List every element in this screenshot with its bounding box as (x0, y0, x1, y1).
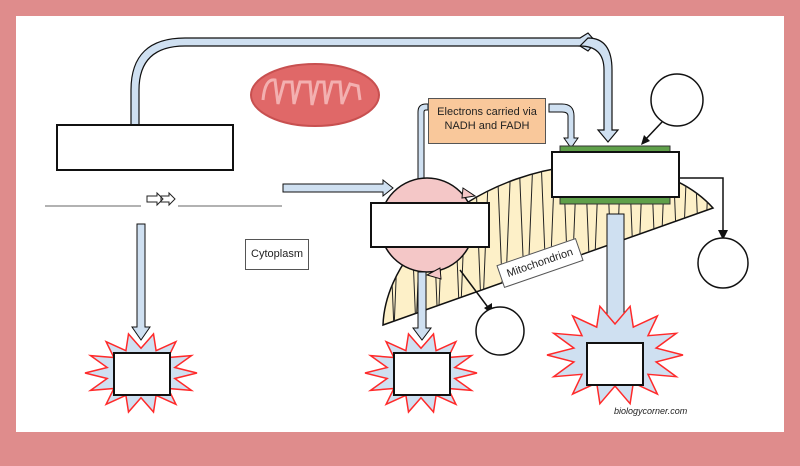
electron-transport-box[interactable] (551, 151, 680, 198)
oxygen-arrow (644, 121, 663, 141)
electrons-right-arrow (548, 103, 579, 149)
credit-text: biologycorner.com (614, 406, 688, 416)
glycolysis-box[interactable] (56, 124, 234, 171)
diagram-canvas: Electrons carried via NADH and FADH Cyto… (16, 16, 784, 432)
cristae-lines (383, 164, 713, 325)
cytoplasm-label: Cytoplasm (245, 239, 309, 270)
double-arrow-icon (146, 191, 176, 207)
krebs-output-arrow (459, 269, 491, 311)
atp-box-2[interactable] (393, 352, 451, 396)
water-circle (697, 237, 749, 289)
down-arrow-krebs (412, 271, 432, 341)
electrons-label: Electrons carried via NADH and FADH (428, 98, 546, 144)
atp-box-1[interactable] (113, 352, 171, 396)
krebs-cycle-arrowhead-top (461, 187, 477, 199)
krebs-cycle-box[interactable] (370, 202, 490, 248)
cristae-zigzag (383, 164, 713, 325)
atp-box-3[interactable] (586, 342, 644, 386)
oxygen-circle (650, 73, 704, 127)
down-arrow-to-etc (578, 37, 620, 143)
water-arrow (680, 177, 724, 232)
co2-circle (475, 306, 525, 356)
mitochondrion-illustration-icon (250, 63, 380, 127)
arrow-to-krebs (282, 178, 394, 198)
down-arrow-glycolysis (131, 223, 151, 341)
krebs-cycle-arrowhead-bottom (425, 267, 442, 280)
